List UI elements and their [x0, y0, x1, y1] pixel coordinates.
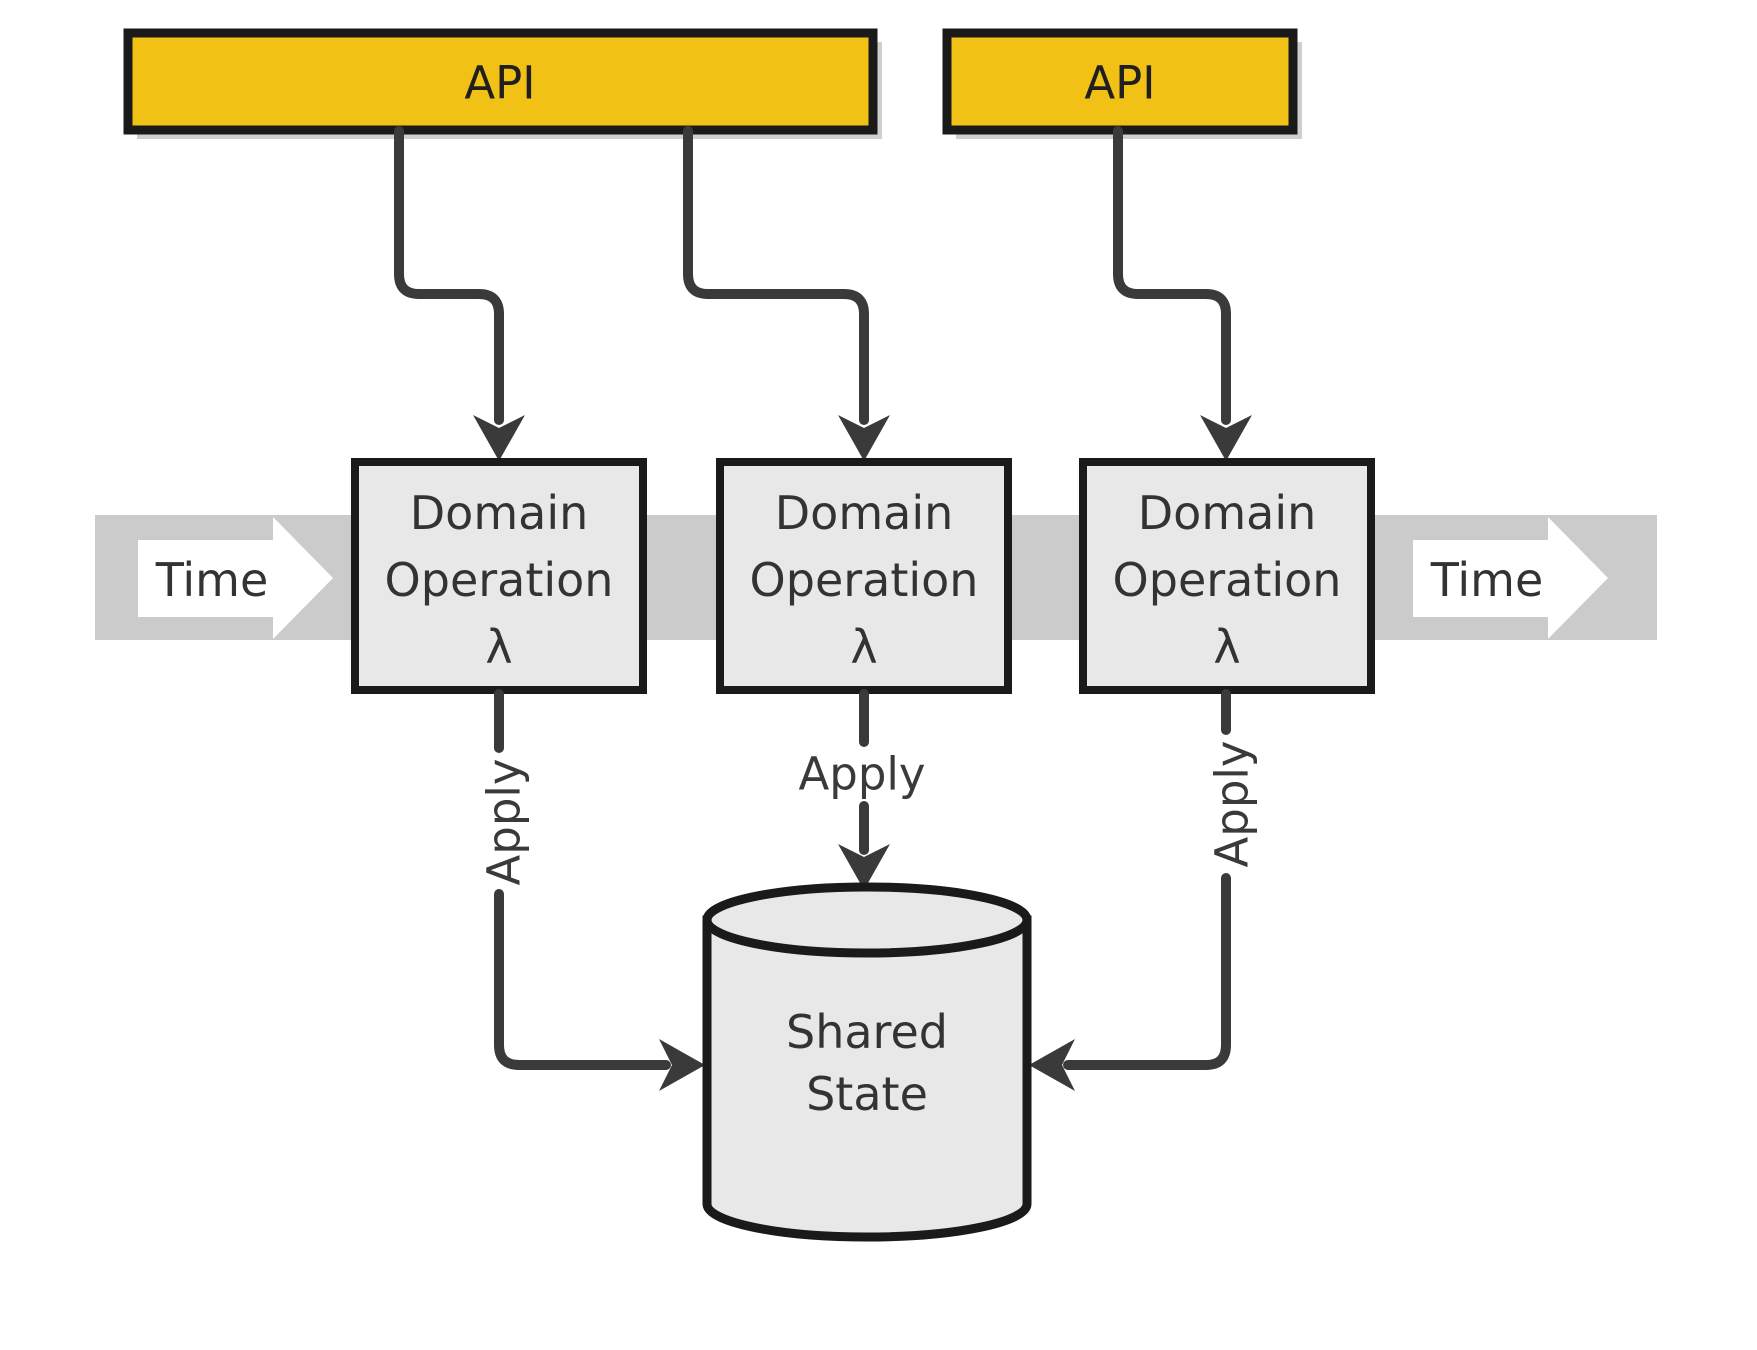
arrowhead-down-into-state	[838, 844, 890, 890]
connector-api1-to-op2	[683, 126, 869, 425]
op2-label-line2: Operation	[750, 553, 979, 607]
apply-connector-left	[494, 889, 671, 1070]
time-label-left: Time	[155, 553, 269, 607]
op1-label-line2: Operation	[385, 553, 614, 607]
shared-state-label-line2: State	[806, 1067, 928, 1121]
arrowhead-left-into-state	[1029, 1039, 1075, 1091]
shared-state-cylinder-top	[702, 882, 1032, 958]
op3-label-lambda: λ	[1213, 620, 1240, 674]
api-box-2-label: API	[1084, 57, 1155, 110]
op3-label-line1: Domain	[1138, 486, 1317, 540]
op3-label-line2: Operation	[1113, 553, 1342, 607]
arrowhead-down-op2	[838, 415, 890, 461]
api-box-2	[942, 28, 1298, 135]
domain-operation-box-2	[716, 458, 1012, 694]
shared-state-cylinder-body	[702, 915, 1032, 1242]
shared-state-label-line1: Shared	[786, 1005, 948, 1059]
arrowhead-right-into-state	[659, 1039, 705, 1091]
domain-operation-box-3	[1079, 458, 1375, 694]
op2-label-lambda: λ	[850, 620, 877, 674]
api-box-1-label: API	[464, 57, 535, 110]
connector-api2-to-op3	[1113, 126, 1231, 425]
api-box-1	[123, 28, 878, 135]
op1-label-line1: Domain	[410, 486, 589, 540]
arrowhead-down-op1	[473, 415, 525, 461]
op2-label-line1: Domain	[775, 486, 954, 540]
apply-label-right: Apply	[1206, 740, 1259, 867]
apply-connector-right	[1063, 873, 1231, 1070]
time-arrow-left-icon	[138, 517, 333, 639]
arrowhead-down-op3	[1200, 415, 1252, 461]
apply-label-left: Apply	[478, 758, 531, 885]
apply-label-middle: Apply	[798, 748, 925, 801]
op1-label-lambda: λ	[485, 620, 512, 674]
domain-operation-box-1	[351, 458, 647, 694]
time-arrow-right-icon	[1413, 517, 1608, 639]
time-label-right: Time	[1430, 553, 1544, 607]
connector-api1-to-op1	[394, 126, 504, 425]
